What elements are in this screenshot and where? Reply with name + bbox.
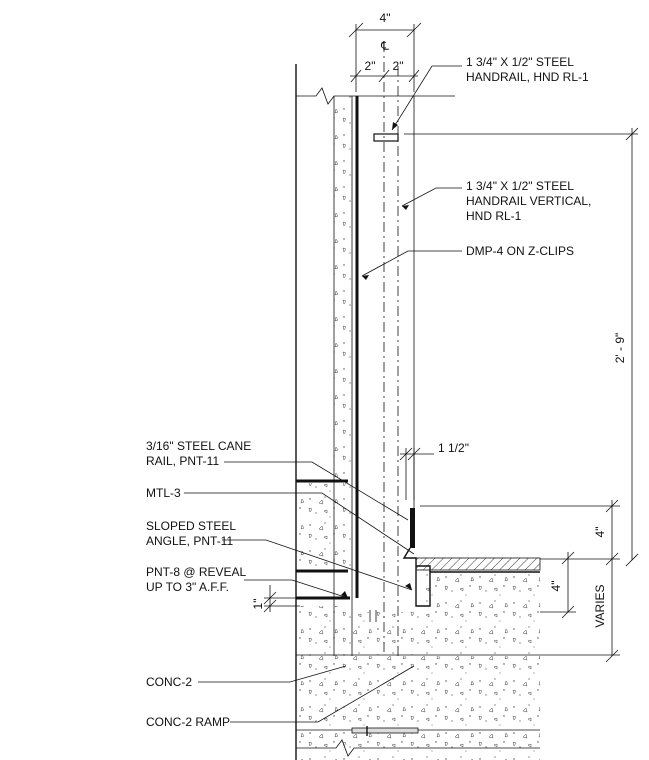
break-line-top: [296, 87, 455, 105]
slab-base-concrete: [352, 612, 426, 655]
dim-slab-step: 4": [549, 581, 563, 592]
angle-bracket: [416, 565, 431, 572]
label-dmp: DMP-4 ON Z-CLIPS: [466, 244, 574, 258]
dim-gap: 1 1/2": [438, 441, 469, 455]
dim-rail-height: 2' - 9": [613, 333, 627, 364]
reveal-area: [296, 606, 352, 656]
wall-concrete-upper: [334, 96, 352, 482]
ramp-anchor: [351, 727, 419, 734]
dim-curb-height: 4": [593, 527, 607, 538]
conc2-bottom-slab: [296, 732, 540, 760]
dim-half-left: 2": [365, 59, 376, 73]
cane-rail: [410, 508, 415, 548]
curb-concrete: [426, 572, 540, 654]
conc2-ramp-slab: [296, 656, 540, 730]
slab-surface-hatch: [415, 557, 541, 571]
wall-concrete-mid: [296, 483, 352, 568]
centerline-symbol: ℄: [380, 39, 389, 53]
handrail-cap: [373, 133, 399, 142]
label-conc2-ramp: CONC-2 RAMP: [146, 715, 230, 729]
break-line-bottom: [296, 739, 540, 757]
dim-varies: VARIES: [593, 584, 607, 627]
label-mtl: MTL-3: [146, 486, 181, 500]
label-conc2: CONC-2: [146, 675, 192, 689]
dim-half-right: 2": [393, 59, 404, 73]
dim-overall-width: 4": [380, 11, 391, 25]
dim-reveal: 1": [251, 599, 265, 610]
